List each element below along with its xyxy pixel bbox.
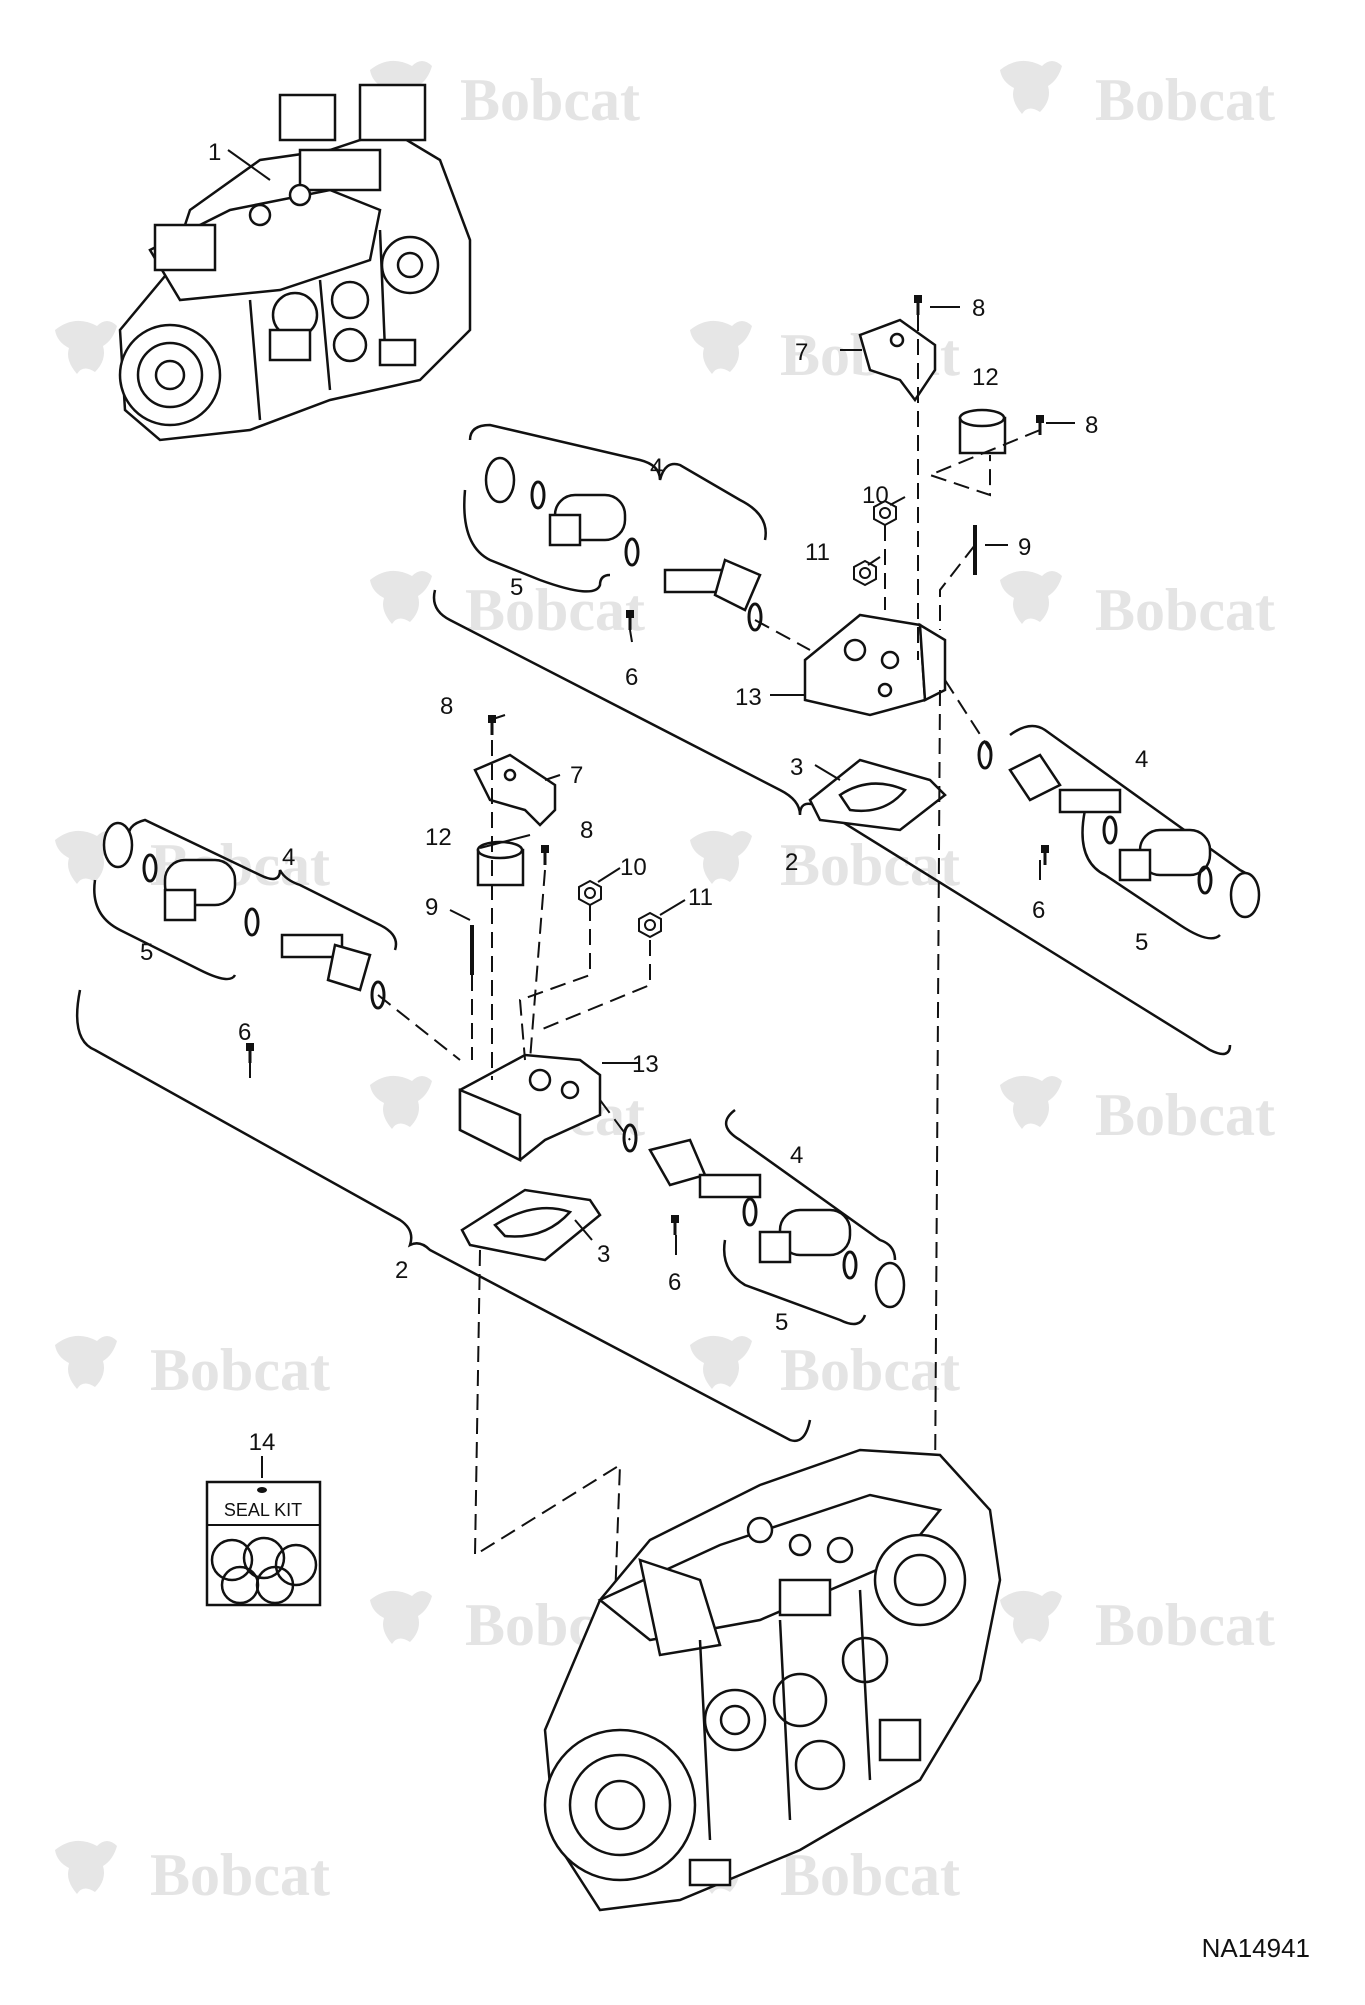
callout-10: 10 [862,482,889,509]
solenoid-assembly-lower-right [622,1123,906,1309]
screw-8-lower-b [539,843,551,867]
callout-4: 4 [650,454,663,481]
callout-6: 6 [625,664,638,691]
solenoid-assembly-lower-left [102,821,386,1010]
watermark-text: Bobcat [465,577,645,643]
watermark-logo [55,320,117,374]
callout-6: 6 [668,1269,681,1296]
watermark-text: Bobcat [780,832,960,898]
seal-kit-label: SEAL KIT [224,1500,302,1520]
callout-12: 12 [425,824,452,851]
callout-9: 9 [425,894,438,921]
watermark-logo [1000,1590,1062,1644]
watermark-logo [1000,570,1062,624]
watermark-logo [370,570,432,624]
watermark-logo [690,320,752,374]
nut-11-lower [638,912,662,938]
watermark-layer: Bobcat Bobcat Bobcat Bobcat Bobcat Bobca… [55,60,1275,1908]
screw-6-lower-right [669,1213,681,1237]
manifold-lower [458,1053,602,1163]
solenoid-assembly-upper-right [977,740,1261,919]
pump-assembly-large [543,1448,1002,1912]
leader-line [227,149,271,181]
gasket-3-lower [460,1188,602,1262]
watermark-text: Bobcat [1095,1082,1275,1148]
callout-3: 3 [790,754,803,781]
alignment-lines [377,315,1041,1601]
callout-11: 11 [688,884,713,911]
callout-8: 8 [972,295,985,322]
screw-8-upper-a [912,293,924,317]
watermark-logo [55,1840,117,1894]
watermark-text: Bobcat [1095,67,1275,133]
watermark-text: Bobcat [150,1337,330,1403]
plug-10-lower [578,880,602,906]
watermark-text: Bobcat [780,1337,960,1403]
watermark-logo [690,1335,752,1389]
callout-5: 5 [510,574,523,601]
watermark-text: Bobcat [1095,1592,1275,1658]
watermark-text: Bobcat [1095,577,1275,643]
watermark-text: Bobcat [460,67,640,133]
manifold-upper [803,613,947,717]
callout-8: 8 [1085,412,1098,439]
callout-5: 5 [140,939,153,966]
callout-8: 8 [440,693,453,720]
bracket-7-upper [858,318,937,403]
nut-11-upper [853,560,877,586]
callout-10: 10 [620,854,647,881]
callout-14: 14 [249,1429,276,1456]
solenoid-assembly-upper-left [484,456,763,632]
callout-2: 2 [785,849,798,876]
callout-13: 13 [735,684,762,711]
callout-12: 12 [972,364,999,391]
callout-8: 8 [580,817,593,844]
watermark-logo [1000,60,1062,114]
gasket-3-upper [808,758,947,832]
callout-11: 11 [805,539,830,566]
watermark-logo [370,1590,432,1644]
callout-7: 7 [570,762,583,789]
callout-1: 1 [208,139,221,166]
callout-5: 5 [775,1309,788,1336]
seal-kit-orings [210,1536,318,1605]
watermark-text: Bobcat [150,1842,330,1908]
callout-2: 2 [395,1257,408,1284]
pump-assembly-small [118,83,472,442]
leader-lines [249,306,1075,1255]
solenoid-12-lower [476,840,525,887]
bracket-7-lower [473,753,557,827]
callout-4: 4 [790,1142,803,1169]
callout-6: 6 [238,1019,251,1046]
reference-code: NA14941 [1202,1933,1310,1963]
callout-3: 3 [597,1241,610,1268]
callout-9: 9 [1018,534,1031,561]
watermark-text: Bobcat [780,1842,960,1908]
watermark-logo [370,1075,432,1129]
screw-6-upper-right [1039,843,1051,867]
callout-13: 13 [632,1051,659,1078]
bracket-group [75,423,1258,1443]
callout-7: 7 [795,339,808,366]
callout-4: 4 [282,844,295,871]
watermark-logo [55,1335,117,1389]
watermark-logo [1000,1075,1062,1129]
seal-kit-box: SEAL KIT [205,1480,322,1607]
callout-5: 5 [1135,929,1148,956]
callout-4: 4 [1135,746,1148,773]
watermark-logo [690,830,752,884]
callout-6: 6 [1032,897,1045,924]
solenoid-12-upper [958,408,1007,455]
